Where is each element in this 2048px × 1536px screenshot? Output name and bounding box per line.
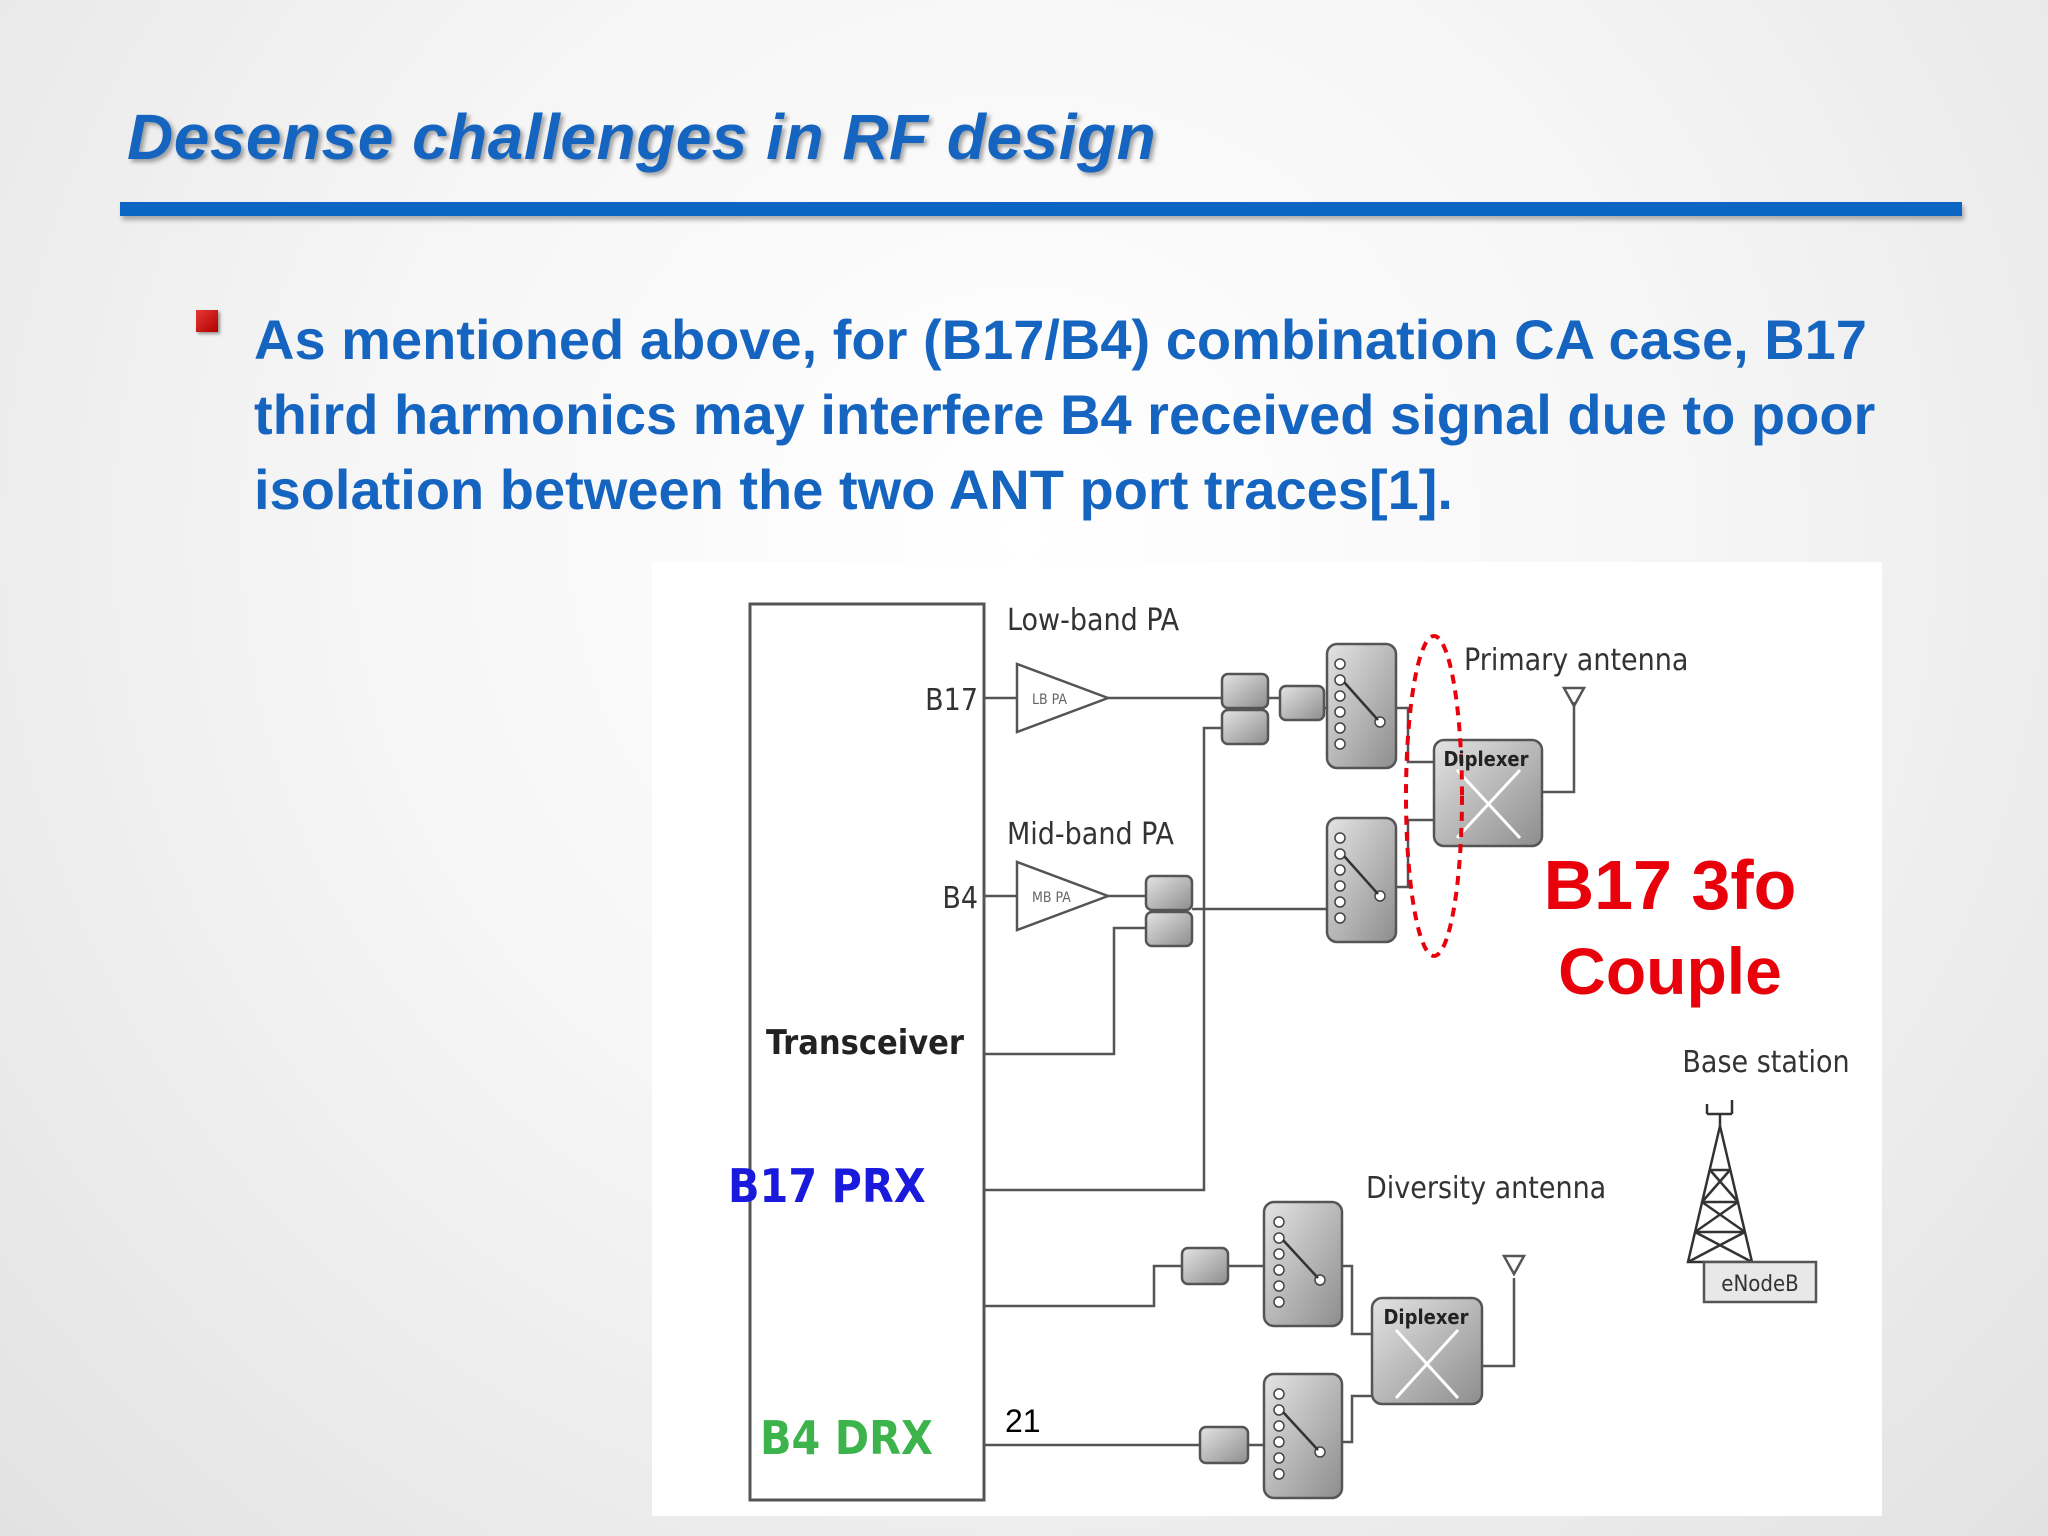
primary-antenna-icon	[1561, 686, 1587, 709]
bullet-square-icon	[196, 310, 218, 332]
diversity-diplexer	[1370, 1296, 1484, 1406]
primary-antenna-label: Primary antenna	[1464, 643, 1688, 678]
coupling-highlight	[1404, 634, 1464, 958]
enodeb-label: eNodeB	[1721, 1272, 1798, 1297]
mid-band-pa-label: Mid-band PA	[1007, 817, 1175, 852]
primary-switch-bottom	[1325, 816, 1398, 944]
lb-pa-label: LB PA	[1032, 692, 1067, 708]
bullet-point: As mentioned above, for (B17/B4) combina…	[196, 302, 1956, 527]
page-number: 21	[1005, 1403, 1041, 1439]
b17-duplexer-top	[1220, 672, 1270, 710]
lb-pa-amplifier	[1015, 662, 1112, 734]
div-filter-top	[1180, 1246, 1230, 1286]
diversity-antenna-icon	[1501, 1254, 1527, 1277]
title-underline	[120, 202, 1962, 216]
diversity-antenna-label: Diversity antenna	[1366, 1171, 1606, 1206]
mb-pa-label: MB PA	[1032, 890, 1071, 906]
transceiver-block	[748, 602, 986, 1502]
b17-prx-label: B17 PRX	[728, 1159, 926, 1213]
b17-filter	[1278, 684, 1326, 722]
annotation-couple: Couple	[1558, 934, 1782, 1008]
annotation-b17-3fo: B17 3fo	[1543, 846, 1797, 924]
diversity-switch-top	[1262, 1200, 1344, 1328]
wiring	[984, 696, 1576, 1447]
b17-duplexer-bottom	[1220, 708, 1270, 746]
primary-diplexer-label: Diplexer	[1443, 747, 1528, 771]
slide-title: Desense challenges in RF design	[127, 101, 1157, 173]
b4-duplexer-top	[1144, 874, 1194, 912]
primary-switch-top	[1325, 642, 1398, 770]
b17-port-label: B17	[925, 683, 978, 718]
b4-duplexer-bottom	[1144, 910, 1194, 948]
enodeb-box	[1702, 1260, 1818, 1304]
low-band-pa-label: Low-band PA	[1007, 603, 1180, 638]
rf-block-diagram: Low-band PA Mid-band PA LB PA MB PA B17 …	[652, 562, 1882, 1516]
mb-pa-amplifier	[1015, 860, 1112, 932]
div-filter-bottom	[1198, 1425, 1250, 1465]
b4-port-label: B4	[942, 881, 978, 916]
base-station-tower-icon	[1686, 1100, 1754, 1264]
diversity-diplexer-label: Diplexer	[1383, 1305, 1468, 1329]
base-station-label: Base station	[1682, 1045, 1849, 1080]
transceiver-label: Transceiver	[766, 1023, 965, 1063]
b4-drx-label: B4 DRX	[760, 1411, 933, 1465]
bullet-text: As mentioned above, for (B17/B4) combina…	[254, 308, 1876, 521]
diversity-switch-bottom	[1262, 1372, 1344, 1500]
